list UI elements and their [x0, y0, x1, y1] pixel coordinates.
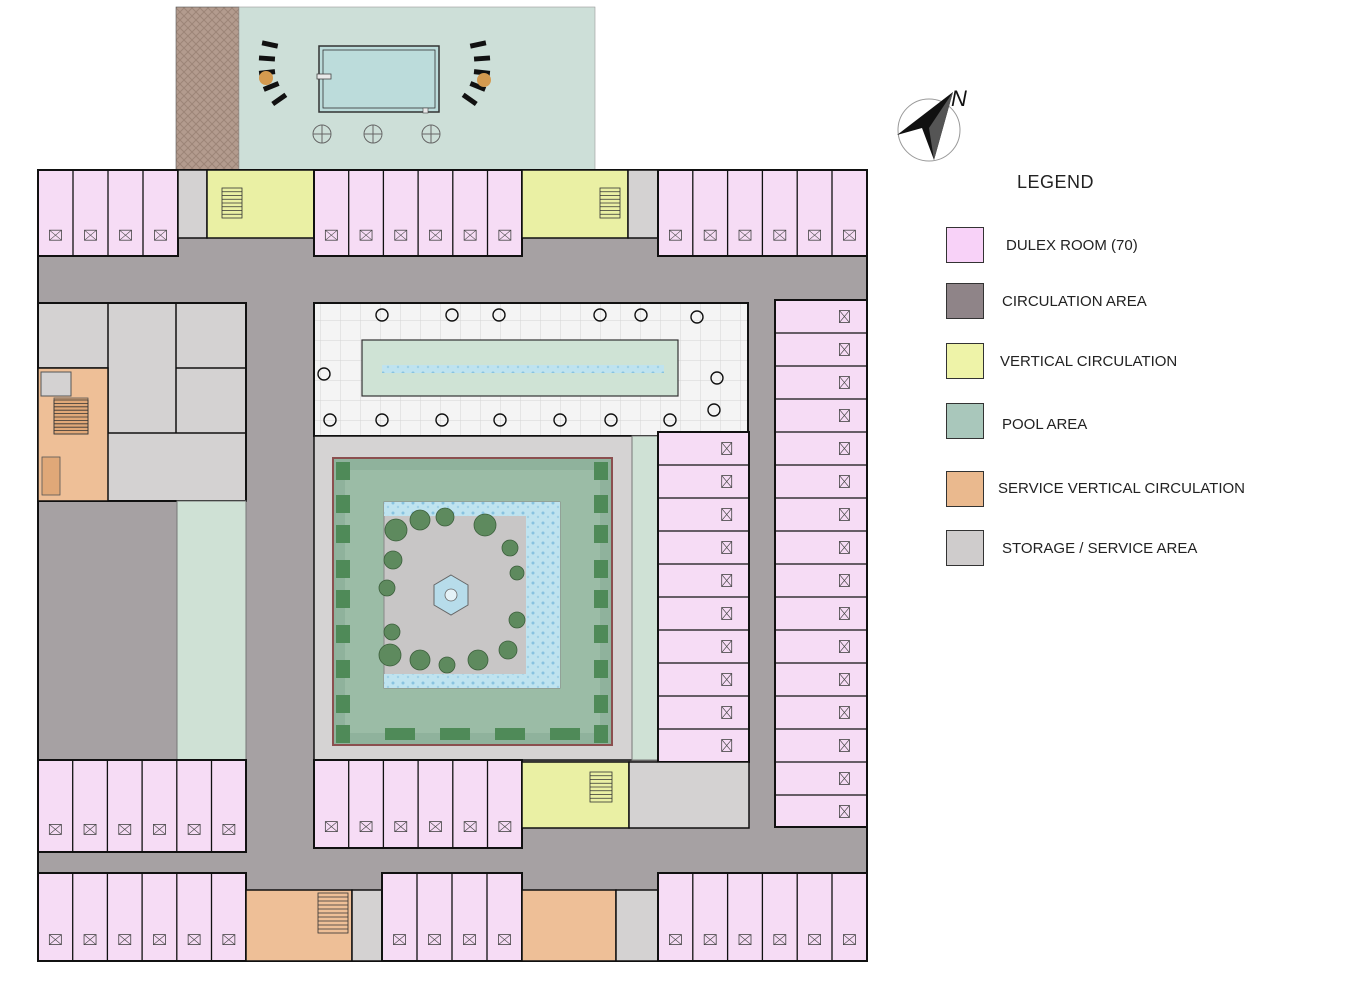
pool-deck-brick — [175, 6, 240, 171]
legend-swatch-storage — [946, 530, 984, 566]
sun-loungers-right — [461, 40, 491, 107]
north-arrow: N — [897, 86, 967, 162]
legend-label-circulation: CIRCULATION AREA — [1002, 293, 1147, 310]
legend-item-circulation: CIRCULATION AREA — [946, 283, 1346, 323]
left-storage — [37, 302, 247, 502]
service-stair-bottom-a — [245, 889, 353, 962]
stair-treads — [53, 187, 621, 934]
room-partitions — [48, 170, 867, 961]
legend-item-pool: POOL AREA — [946, 403, 1346, 443]
legend-item-duplex: DULEX ROOM (70) — [946, 227, 1346, 267]
garden-trees — [378, 507, 526, 674]
legend-swatch-vertical — [946, 343, 984, 379]
garden-hedges — [336, 462, 608, 743]
legend-swatch-circulation — [946, 283, 984, 319]
service-stair-bottom-b — [521, 889, 617, 962]
stair-mid — [521, 761, 630, 829]
pool-area — [175, 6, 596, 171]
legend-item-vertical: VERTICAL CIRCULATION — [946, 343, 1346, 383]
stair-top-b — [521, 169, 629, 239]
legend-label-vertical: VERTICAL CIRCULATION — [1000, 353, 1178, 370]
storage-mid — [628, 761, 750, 829]
legend-item-storage: STORAGE / SERVICE AREA — [946, 530, 1346, 570]
swimming-pool — [318, 45, 440, 113]
courtyard — [313, 302, 749, 761]
planters — [317, 308, 724, 427]
legend-swatch-service-vertical — [946, 471, 984, 507]
legend-label-service-vertical: SERVICE VERTICAL CIRCULATION — [998, 480, 1246, 497]
legend-swatch-pool — [946, 403, 984, 439]
stair-top-a — [206, 169, 315, 239]
left-garden-strip — [176, 500, 247, 762]
pool-umbrellas — [312, 124, 441, 144]
sun-loungers-left — [258, 40, 288, 107]
north-label: N — [951, 86, 967, 111]
legend-swatch-duplex — [946, 227, 984, 263]
legend-item-service-vertical: SERVICE VERTICAL CIRCULATION — [946, 471, 1346, 511]
legend-label-pool: POOL AREA — [1002, 416, 1088, 433]
legend-title: LEGEND — [1017, 172, 1095, 192]
legend-label-duplex: DULEX ROOM (70) — [1006, 237, 1138, 254]
legend-label-storage: STORAGE / SERVICE AREA — [1002, 540, 1198, 557]
